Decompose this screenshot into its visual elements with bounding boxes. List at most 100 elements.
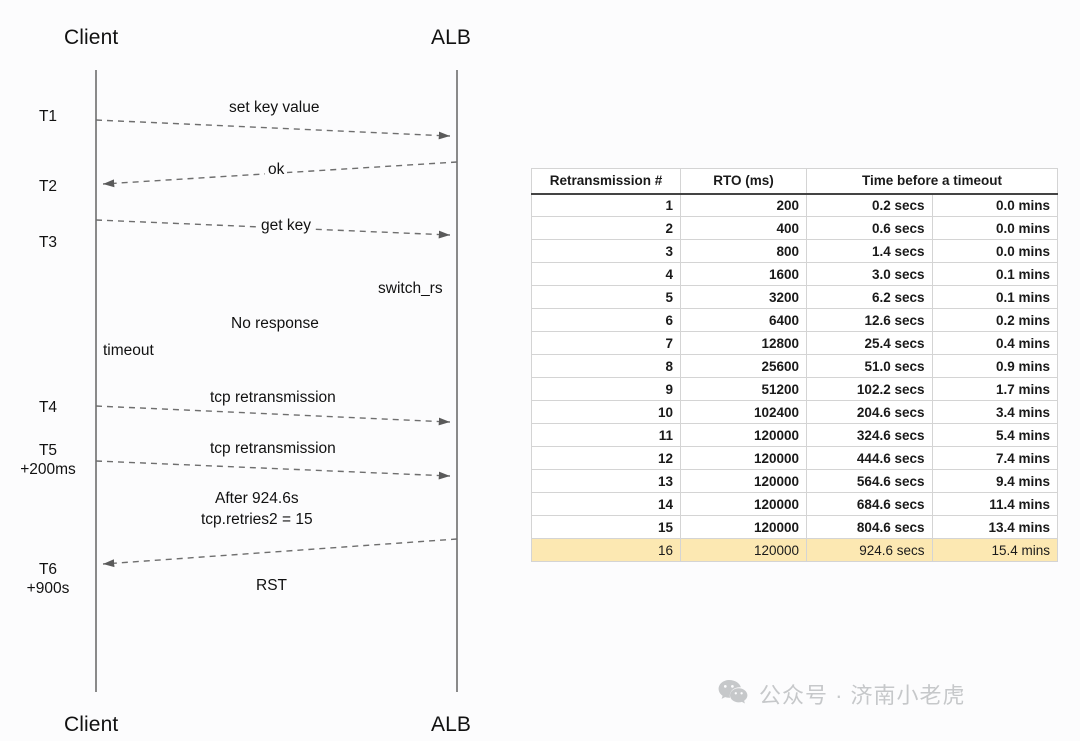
cell-rto: 6400 (680, 308, 807, 332)
arrow-rst (102, 538, 458, 568)
cell-retransmission: 6 (531, 308, 681, 332)
watermark-text: 公众号 · 济南小老虎 (759, 683, 966, 708)
cell-rto: 120000 (680, 492, 807, 516)
time-label-t6-line2: +900s (26, 580, 70, 597)
time-label-t4: T4 (38, 399, 58, 416)
cell-seconds: 6.2 secs (806, 285, 933, 309)
cell-minutes: 11.4 mins (931, 492, 1058, 516)
time-label-t5-line1: T5 (38, 442, 58, 459)
time-label-t6: T6 +900s (8, 560, 88, 598)
cell-rto: 25600 (680, 354, 807, 378)
cell-seconds: 684.6 secs (806, 492, 933, 516)
cell-rto: 120000 (680, 538, 807, 562)
cell-minutes: 0.1 mins (931, 262, 1058, 286)
cell-seconds: 804.6 secs (806, 515, 933, 539)
rto-table: Retransmission # RTO (ms) Time before a … (531, 168, 1058, 562)
cell-retransmission: 9 (531, 377, 681, 401)
cell-rto: 1600 (680, 262, 807, 286)
time-label-t3: T3 (38, 234, 58, 251)
cell-seconds: 102.2 secs (806, 377, 933, 401)
cell-rto: 800 (680, 239, 807, 263)
message-label-after-line1: After 924.6s (215, 490, 299, 507)
cell-retransmission: 4 (531, 262, 681, 286)
cell-retransmission: 7 (531, 331, 681, 355)
cell-seconds: 12.6 secs (806, 308, 933, 332)
watermark: 公众号 · 济南小老虎 (718, 678, 966, 710)
cell-rto: 51200 (680, 377, 807, 401)
time-label-t5: T5 +200ms (8, 441, 88, 479)
message-label-set-key-value: set key value (226, 98, 323, 117)
rto-table-head: Retransmission # RTO (ms) Time before a … (531, 168, 1058, 195)
arrow-tcp-retransmission-2 (95, 460, 451, 480)
cell-minutes: 0.0 mins (931, 239, 1058, 263)
cell-retransmission: 14 (531, 492, 681, 516)
cell-rto: 400 (680, 216, 807, 240)
message-label-rst: RST (256, 577, 287, 594)
message-label-get-key: get key (258, 216, 314, 235)
cell-seconds: 0.2 secs (806, 193, 933, 217)
cell-minutes: 3.4 mins (931, 400, 1058, 424)
time-label-t1: T1 (38, 108, 58, 125)
message-label-switch-rs: switch_rs (378, 280, 443, 297)
cell-rto: 12800 (680, 331, 807, 355)
cell-retransmission: 12 (531, 446, 681, 470)
cell-retransmission: 1 (531, 193, 681, 217)
actor-label-client-top: Client (64, 26, 119, 49)
cell-rto: 120000 (680, 423, 807, 447)
cell-seconds: 324.6 secs (806, 423, 933, 447)
cell-minutes: 0.9 mins (931, 354, 1058, 378)
arrow-set-key-value (95, 119, 451, 140)
cell-minutes: 13.4 mins (931, 515, 1058, 539)
cell-retransmission: 8 (531, 354, 681, 378)
rto-table-container: Retransmission # RTO (ms) Time before a … (531, 168, 1058, 562)
message-label-no-response: No response (231, 315, 319, 332)
arrow-tcp-retransmission-1 (95, 405, 451, 426)
cell-seconds: 25.4 secs (806, 331, 933, 355)
cell-seconds: 924.6 secs (806, 538, 933, 562)
cell-retransmission: 16 (531, 538, 681, 562)
cell-seconds: 564.6 secs (806, 469, 933, 493)
cell-seconds: 3.0 secs (806, 262, 933, 286)
cell-minutes: 0.2 mins (931, 308, 1058, 332)
cell-seconds: 0.6 secs (806, 216, 933, 240)
cell-retransmission: 5 (531, 285, 681, 309)
time-label-t6-line1: T6 (38, 561, 58, 578)
cell-rto: 3200 (680, 285, 807, 309)
column-header-rto: RTO (ms) (680, 168, 807, 195)
cell-minutes: 5.4 mins (931, 423, 1058, 447)
sequence-diagram: Client ALB Client ALB T1 T2 T3 T4 T5 +20… (0, 0, 520, 741)
time-label-t2: T2 (38, 178, 58, 195)
cell-retransmission: 3 (531, 239, 681, 263)
cell-retransmission: 10 (531, 400, 681, 424)
cell-rto: 200 (680, 193, 807, 217)
cell-retransmission: 15 (531, 515, 681, 539)
cell-seconds: 51.0 secs (806, 354, 933, 378)
cell-seconds: 204.6 secs (806, 400, 933, 424)
actor-label-alb-bottom: ALB (431, 713, 471, 736)
cell-minutes: 1.7 mins (931, 377, 1058, 401)
column-header-retransmission: Retransmission # (531, 168, 681, 195)
cell-rto: 120000 (680, 469, 807, 493)
cell-rto: 102400 (680, 400, 807, 424)
cell-minutes: 7.4 mins (931, 446, 1058, 470)
message-label-ok: ok (265, 160, 288, 179)
column-header-time-before-timeout: Time before a timeout (806, 168, 1058, 195)
cell-seconds: 1.4 secs (806, 239, 933, 263)
cell-minutes: 0.0 mins (931, 216, 1058, 240)
cell-minutes: 9.4 mins (931, 469, 1058, 493)
